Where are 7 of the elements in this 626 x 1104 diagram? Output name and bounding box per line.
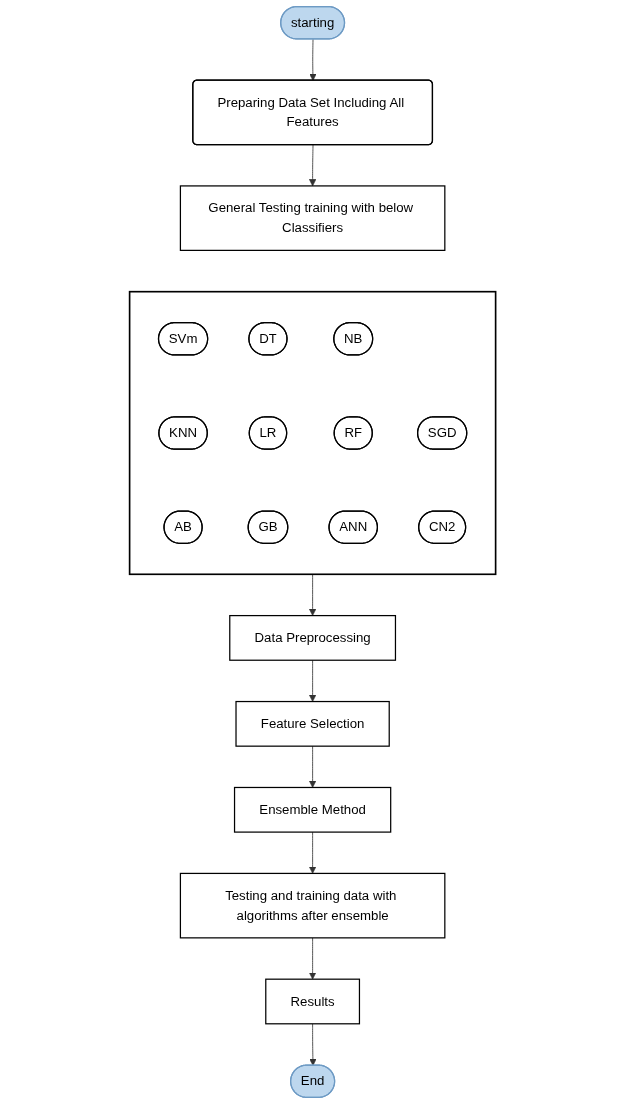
node-box: Feature Selection [235, 700, 391, 747]
node-box: General Testing training with below Classifiers [180, 185, 446, 251]
cluster [129, 290, 497, 576]
node-box: Ensemble Method [234, 786, 392, 833]
node-box: Testing and training data with algorithms after ensemble [180, 872, 446, 939]
node-box: Data Preprocessing [229, 615, 397, 661]
node-box: Results [265, 978, 361, 1025]
